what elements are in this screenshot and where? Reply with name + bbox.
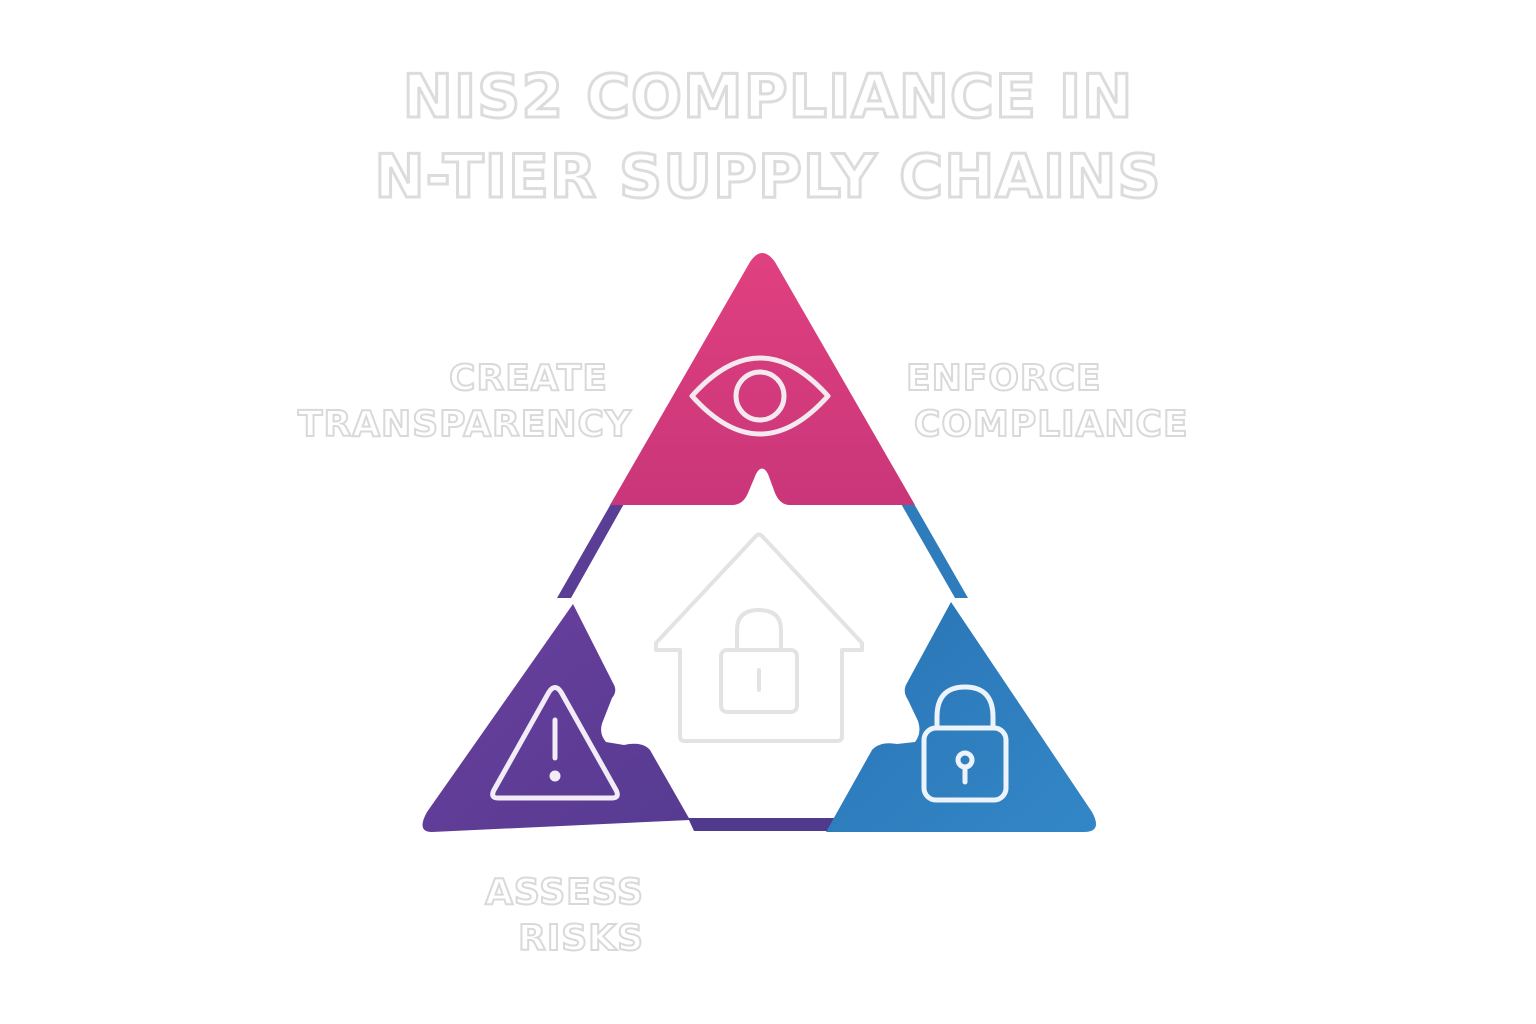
segment-top[interactable]	[610, 253, 915, 505]
segment-right[interactable]	[826, 602, 1097, 832]
label-enforce-compliance: ENFORCE COMPLIANCE	[905, 356, 1196, 448]
label-create-transparency-line1: CREATE	[448, 357, 608, 400]
label-enforce-compliance-line1: ENFORCE	[905, 357, 1102, 400]
label-assess-risks-line1: ASSESS	[484, 871, 644, 914]
warning-triangle-icon	[490, 685, 620, 801]
left-edge-strip	[557, 502, 625, 598]
bottom-edge-strip	[688, 818, 835, 831]
house-lock-icon	[654, 532, 864, 743]
right-edge-strip	[900, 502, 968, 598]
label-assess-risks-line2: RISKS	[517, 917, 644, 960]
label-create-transparency: CREATE TRANSPARENCY	[296, 356, 632, 448]
title-line-2: N-TIER SUPPLY CHAINS	[373, 141, 1162, 214]
label-enforce-compliance-line2: COMPLIANCE	[913, 403, 1189, 446]
title-line-1: NIS2 COMPLIANCE IN	[401, 61, 1134, 134]
padlock-icon	[921, 684, 1009, 803]
label-create-transparency-line2: TRANSPARENCY	[297, 403, 632, 446]
label-assess-risks: ASSESS RISKS	[476, 870, 644, 962]
eye-icon	[689, 355, 831, 437]
